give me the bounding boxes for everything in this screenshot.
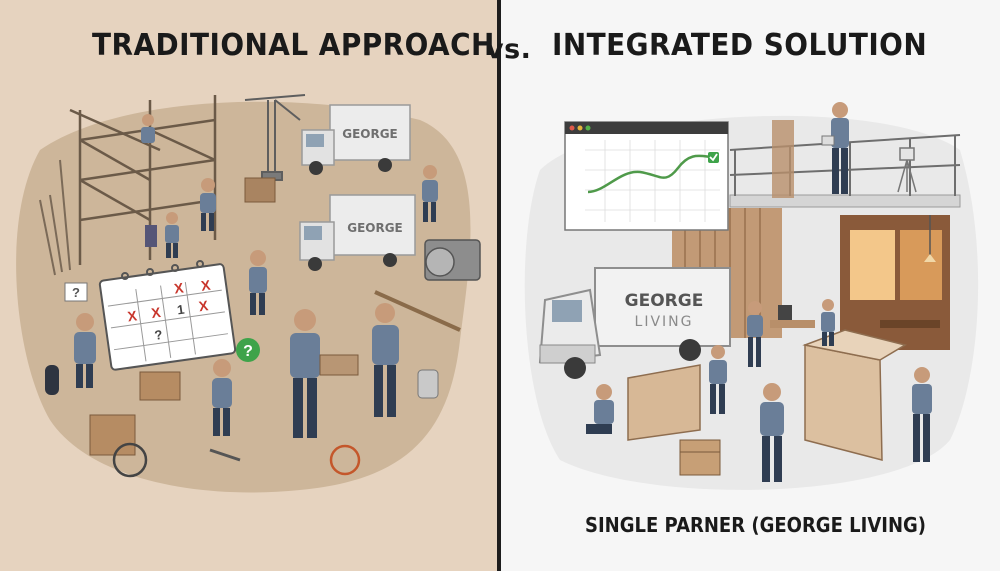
worker-figure [821,299,835,346]
traditional-approach-heading: TRADITIONAL APPROACH [92,28,495,63]
missed-deadlines-calendar: X X X X 1 X ? [98,260,237,371]
truck-logo-george: GEORGE [625,291,704,311]
progress-dashboard-window [564,121,729,231]
sign-question-icon: ? [64,282,88,302]
calendar-mark: X [198,297,210,314]
delivery-truck-1: GEORGE [301,104,411,175]
panel-divider [497,0,501,571]
worker-figure [165,212,179,258]
worker-figure [141,114,155,143]
svg-text:?: ? [243,343,253,360]
george-living-truck: GEORGE LIVING [538,267,731,379]
truck-2-logo: GEORGE [347,221,403,235]
window-maximize-icon [585,125,591,131]
worker-figure [821,102,849,194]
worker-figure [912,367,932,462]
worker-figure [372,303,399,417]
calendar-mark: X [150,304,162,321]
progress-trend-line [587,154,713,194]
worker-figure [212,359,232,436]
generator-machine [424,239,481,281]
calendar-mark: 1 [176,302,185,318]
question-icon: ? [236,338,260,362]
svg-text:?: ? [72,285,80,300]
integrated-solution-heading: INTEGRATED SOLUTION [552,28,928,63]
check-icon [708,152,719,163]
single-partner-caption: SINGLE PARNER (GEORGE LIVING) [585,513,927,537]
calendar-mark: X [173,279,185,296]
window-close-icon [569,125,575,131]
calendar-mark: ? [153,327,163,343]
worker-figure [586,384,614,434]
worker-figure [249,250,267,315]
calendar-mark: X [200,277,212,294]
worker-figure [200,178,216,231]
worker-figure [760,383,784,482]
scattered-materials [45,177,461,478]
traditional-scene: GEORGE GEORGE [16,94,481,493]
versus-label: vs. [486,34,532,65]
confused-workers [74,114,438,438]
truck-logo-living: LIVING [635,314,694,330]
finished-interior [840,215,950,350]
loose-lumber [39,159,71,276]
worker-figure [290,309,320,438]
worker-figure [709,345,727,414]
truck-1-logo: GEORGE [342,127,398,141]
window-minimize-icon [577,125,583,131]
worker-figure [422,165,438,222]
worker-figure [74,313,96,388]
mezzanine-level [729,120,961,208]
delivery-truck-2: GEORGE [299,194,416,271]
coordinated-workers [586,102,932,482]
calendar-mark: X [126,307,138,324]
survey-tripod [897,147,917,193]
worker-figure [747,301,763,367]
